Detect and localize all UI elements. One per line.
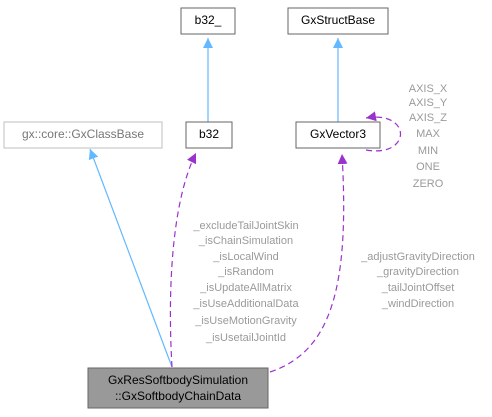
node-gx-vector3[interactable]: GxVector3 (295, 121, 381, 149)
label-axis-x: AXIS_X (409, 83, 448, 95)
vector3-self-labels: AXIS_X AXIS_Y AXIS_Z MAX MIN ONE ZERO (409, 83, 448, 190)
focus-node-label-line1: GxResSoftbodySimulation (108, 373, 248, 387)
node-gx-struct-base-label: GxStructBase (301, 13, 375, 27)
focus-node-label-line2: ::GxSoftbodyChainData (115, 389, 241, 403)
label-tail-joint-offset: _tailJointOffset (381, 282, 455, 294)
node-b32-label: b32 (199, 127, 219, 141)
node-gx-struct-base[interactable]: GxStructBase (287, 7, 389, 35)
label-is-use-additional-data: _isUseAdditionalData (192, 298, 299, 310)
label-axis-z: AXIS_Z (409, 112, 447, 124)
label-is-usetail-joint-id: _isUsetailJointId (205, 332, 286, 344)
label-adjust-gravity-direction: _adjustGravityDirection (360, 251, 475, 263)
label-is-local-wind: _isLocalWind (212, 251, 278, 263)
vector3-member-labels: _adjustGravityDirection _gravityDirectio… (360, 251, 475, 310)
node-b32[interactable]: b32 (185, 121, 233, 149)
node-b32_-label: b32_ (195, 13, 222, 27)
label-is-chain-simulation: _isChainSimulation (198, 235, 293, 247)
b32-member-labels: _excludeTailJointSkin _isChainSimulation… (192, 220, 299, 344)
edge-focus-to-gxvector3 (269, 153, 348, 373)
label-exclude-tail-joint-skin: _excludeTailJointSkin (192, 220, 298, 232)
node-gx-class-base[interactable]: gx::core::GxClassBase (3, 121, 163, 149)
label-min: MIN (418, 145, 438, 157)
label-is-random: _isRandom (217, 266, 274, 278)
label-gravity-direction: _gravityDirection (376, 266, 459, 278)
edge-focus-to-b32 (169, 152, 197, 368)
label-one: ONE (416, 161, 440, 173)
node-focus-gx-softbody-chain-data[interactable]: GxResSoftbodySimulation ::GxSoftbodyChai… (87, 367, 269, 409)
label-is-update-all-matrix: _isUpdateAllMatrix (199, 282, 292, 294)
edge-focus-to-gxclassbase (88, 148, 173, 368)
node-gx-vector3-label: GxVector3 (310, 127, 366, 141)
label-axis-y: AXIS_Y (409, 97, 448, 109)
edge-gxvector3-self (365, 111, 402, 152)
node-b32_[interactable]: b32_ (180, 7, 236, 35)
label-zero: ZERO (413, 178, 444, 190)
node-gx-class-base-label: gx::core::GxClassBase (22, 127, 144, 141)
label-is-use-motion-gravity: _isUseMotionGravity (194, 315, 297, 327)
label-max: MAX (416, 128, 441, 140)
label-wind-direction: _windDirection (381, 298, 454, 310)
